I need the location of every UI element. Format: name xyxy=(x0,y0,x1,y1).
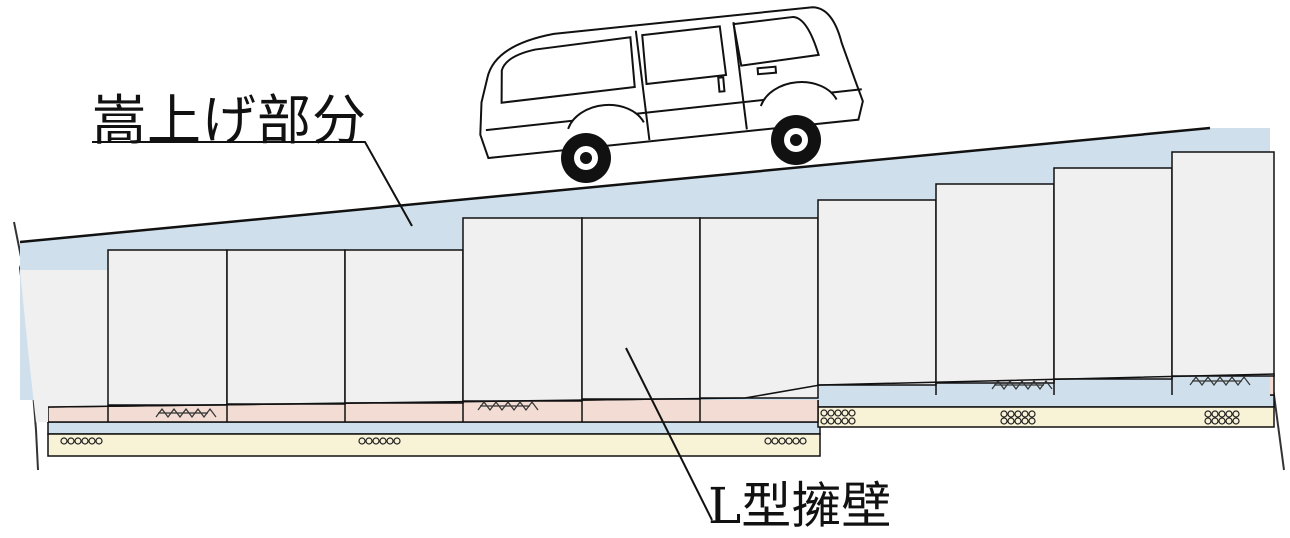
raised-part-label: 嵩上げ部分 xyxy=(92,89,367,152)
masonry-hatch-icon xyxy=(155,376,1251,418)
gravel-icon xyxy=(60,409,1240,445)
existing-ground xyxy=(20,270,110,422)
footing-joints xyxy=(107,377,1173,422)
van-wheels xyxy=(561,115,821,183)
van-icon xyxy=(479,6,864,160)
wall-block xyxy=(107,249,228,406)
wall-block xyxy=(462,217,583,402)
raised-surface-line xyxy=(19,126,1211,244)
l-wall-label: L型擁壁 xyxy=(708,477,892,535)
footing-top-line xyxy=(47,373,1275,408)
wall-block xyxy=(581,217,701,400)
wall-block xyxy=(226,249,346,405)
wall-block xyxy=(817,199,937,386)
leader-lines xyxy=(92,141,713,521)
base-layers-left xyxy=(47,421,821,457)
wall-block xyxy=(1053,167,1173,380)
wall-block xyxy=(699,217,819,399)
l-wall-blocks xyxy=(107,151,1275,406)
wall-block xyxy=(1171,151,1275,377)
wall-block xyxy=(935,183,1055,384)
wall-block xyxy=(344,249,464,404)
